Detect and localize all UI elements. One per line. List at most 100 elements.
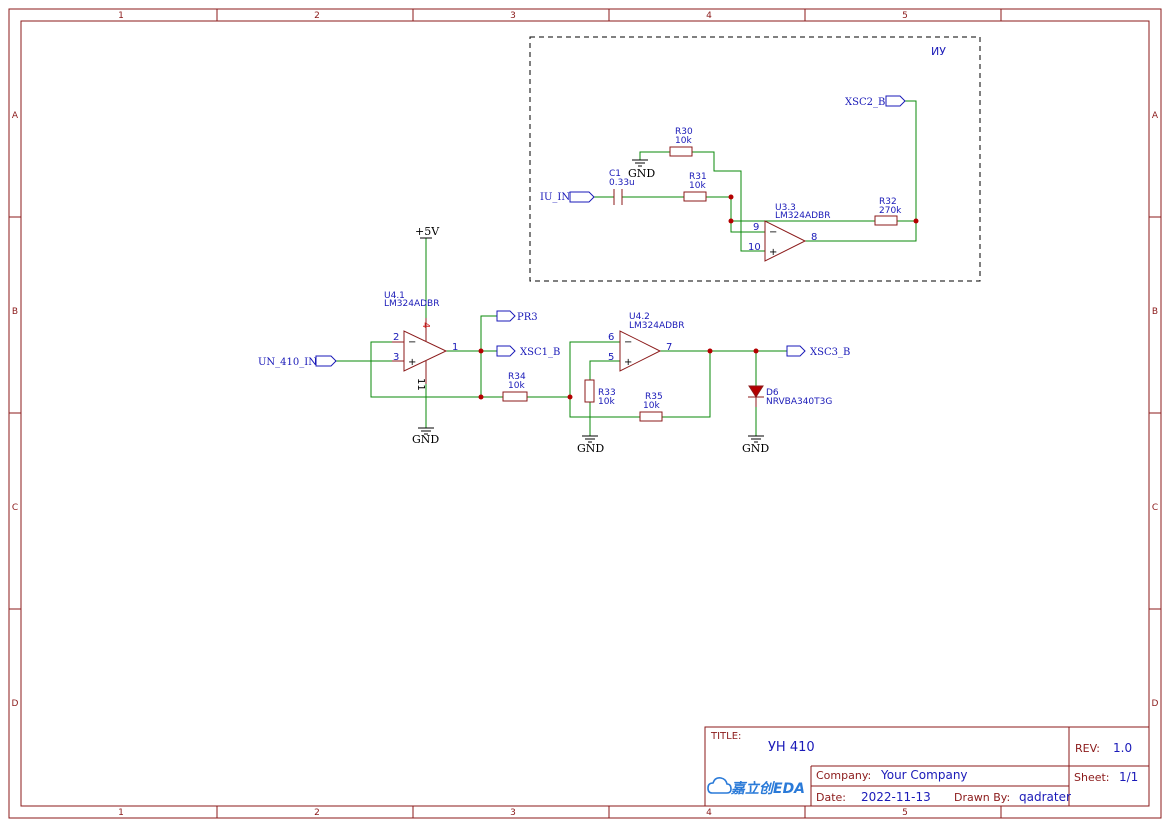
u42-pin-inv: 6 [608, 332, 614, 343]
xsc1-label: XSC1_B [520, 347, 560, 358]
zone-col-top: 4 [706, 11, 712, 21]
rev-value: 1.0 [1113, 741, 1132, 755]
c1-ref: C1 [609, 169, 621, 179]
zone-col-bottom: 2 [314, 808, 320, 818]
port-un-410-in[interactable]: UN_410_IN [258, 355, 337, 368]
r30-ref: R30 [675, 127, 693, 137]
zone-col-bottom: 3 [510, 808, 516, 818]
port-xsc1-b[interactable]: XSC1_B [496, 345, 560, 358]
u41-pin-vee: 11 [415, 378, 426, 391]
opamp-u4-1[interactable]: − + U4.1 LM324ADBR 2 3 1 4 11 [384, 291, 458, 391]
title-value: УН 410 [768, 740, 815, 755]
resistor-r30[interactable]: R30 10k [669, 127, 693, 157]
u33-ref: U3.3 [775, 203, 796, 213]
zone-col-bottom: 5 [902, 808, 908, 818]
port-pr3[interactable]: PR3 [496, 310, 538, 323]
title-block: TITLE: УН 410 REV: 1.0 Company: Your Com… [704, 726, 1150, 807]
zone-row-right: D [1152, 699, 1159, 709]
resistor-r32[interactable]: R32 270k [874, 197, 902, 226]
resistor-r34[interactable]: R34 10k [502, 372, 528, 402]
drawn-label: Drawn By: [954, 791, 1010, 804]
zone-col-bottom: 4 [706, 808, 712, 818]
u41-pin-noninv: 3 [393, 352, 399, 363]
gnd-d6-label: GND [742, 442, 769, 455]
gnd-r33 [582, 435, 598, 443]
svg-text:+: + [769, 247, 777, 258]
r35-value: 10k [643, 401, 660, 411]
port-xsc3-b[interactable]: XSC3_B [786, 345, 850, 358]
drawn-value: qadrater [1019, 790, 1071, 804]
u33-value: LM324ADBR [775, 211, 830, 221]
r33-value: 10k [598, 397, 615, 407]
port-xsc2-b[interactable]: XSC2_B [845, 95, 906, 108]
r34-value: 10k [508, 381, 525, 391]
eda-logo: 嘉立创EDA [707, 777, 805, 797]
zone-col-top: 3 [510, 11, 516, 21]
port-iu-in[interactable]: IU_IN [540, 191, 595, 203]
zone-row-left: A [12, 111, 19, 121]
zone-row-left: D [12, 699, 19, 709]
r35-ref: R35 [645, 392, 663, 402]
cloud-icon [707, 777, 732, 794]
gnd-r30-label: GND [628, 167, 655, 180]
junctions [478, 194, 919, 400]
zone-col-top: 5 [902, 11, 908, 21]
r31-value: 10k [689, 181, 706, 191]
svg-text:+: + [408, 357, 416, 368]
u41-pin-out: 1 [452, 342, 458, 353]
u42-pin-out: 7 [666, 342, 672, 353]
sheet-frame [8, 8, 1162, 819]
c1-value: 0.33u [609, 178, 635, 188]
zone-row-right: C [1152, 503, 1158, 513]
u41-pin-vcc: 4 [420, 322, 431, 328]
gnd-d6 [748, 435, 764, 443]
zone-row-right: B [1152, 307, 1158, 317]
svg-text:−: − [408, 337, 416, 348]
d6-value: NRVBA340T3G [766, 397, 832, 407]
d6-ref: D6 [766, 388, 779, 398]
zone-row-left: C [12, 503, 18, 513]
resistor-r35[interactable]: R35 10k [639, 392, 663, 422]
diode-d6[interactable]: D6 NRVBA340T3G [748, 385, 832, 407]
u33-pin-inv: 9 [753, 222, 759, 233]
rev-label: REV: [1075, 742, 1100, 755]
gnd-u41 [418, 427, 434, 435]
un-410-in-label: UN_410_IN [258, 357, 317, 368]
sheet-label: Sheet: [1074, 771, 1110, 784]
u42-pin-noninv: 5 [608, 352, 614, 363]
date-value: 2022-11-13 [861, 790, 931, 804]
r34-ref: R34 [508, 372, 526, 382]
resistor-r31[interactable]: R31 10k [683, 172, 707, 202]
gnd-r30 [632, 159, 648, 167]
r32-ref: R32 [879, 197, 897, 207]
r33-ref: R33 [598, 388, 616, 398]
r32-value: 270k [879, 206, 902, 216]
opamp-u4-2[interactable]: − + U4.2 LM324ADBR 6 5 7 [608, 312, 684, 372]
svg-text:+: + [624, 357, 632, 368]
svg-text:−: − [769, 227, 777, 238]
u42-ref: U4.2 [629, 312, 650, 322]
svg-text:−: − [624, 337, 632, 348]
sheet-value: 1/1 [1119, 770, 1138, 784]
pr3-label: PR3 [517, 312, 538, 323]
zone-col-bottom: 1 [118, 808, 124, 818]
zone-row-left: B [12, 307, 18, 317]
u41-ref: U4.1 [384, 291, 405, 301]
iu-in-label: IU_IN [540, 192, 570, 203]
group-box-label: ИУ [931, 45, 946, 58]
zone-labels: 1 2 3 4 5 1 2 3 4 5 A B C D A B C D [12, 11, 1159, 818]
u33-pin-out: 8 [811, 232, 817, 243]
u41-pin-inv: 2 [393, 332, 399, 343]
company-label: Company: [816, 769, 871, 782]
r30-value: 10k [675, 136, 692, 146]
plus5v-label: +5V [415, 225, 440, 238]
zone-row-right: A [1152, 111, 1159, 121]
opamp-u3-3[interactable]: − + U3.3 LM324ADBR 9 10 8 [748, 203, 830, 262]
resistor-r33[interactable]: R33 10k [584, 379, 616, 407]
title-label: TITLE: [710, 731, 741, 742]
power-plus5v: +5V [415, 225, 440, 239]
logo-text: 嘉立创EDA [730, 780, 805, 797]
capacitor-c1[interactable]: C1 0.33u [609, 169, 635, 205]
gnd-r33-label: GND [577, 442, 604, 455]
